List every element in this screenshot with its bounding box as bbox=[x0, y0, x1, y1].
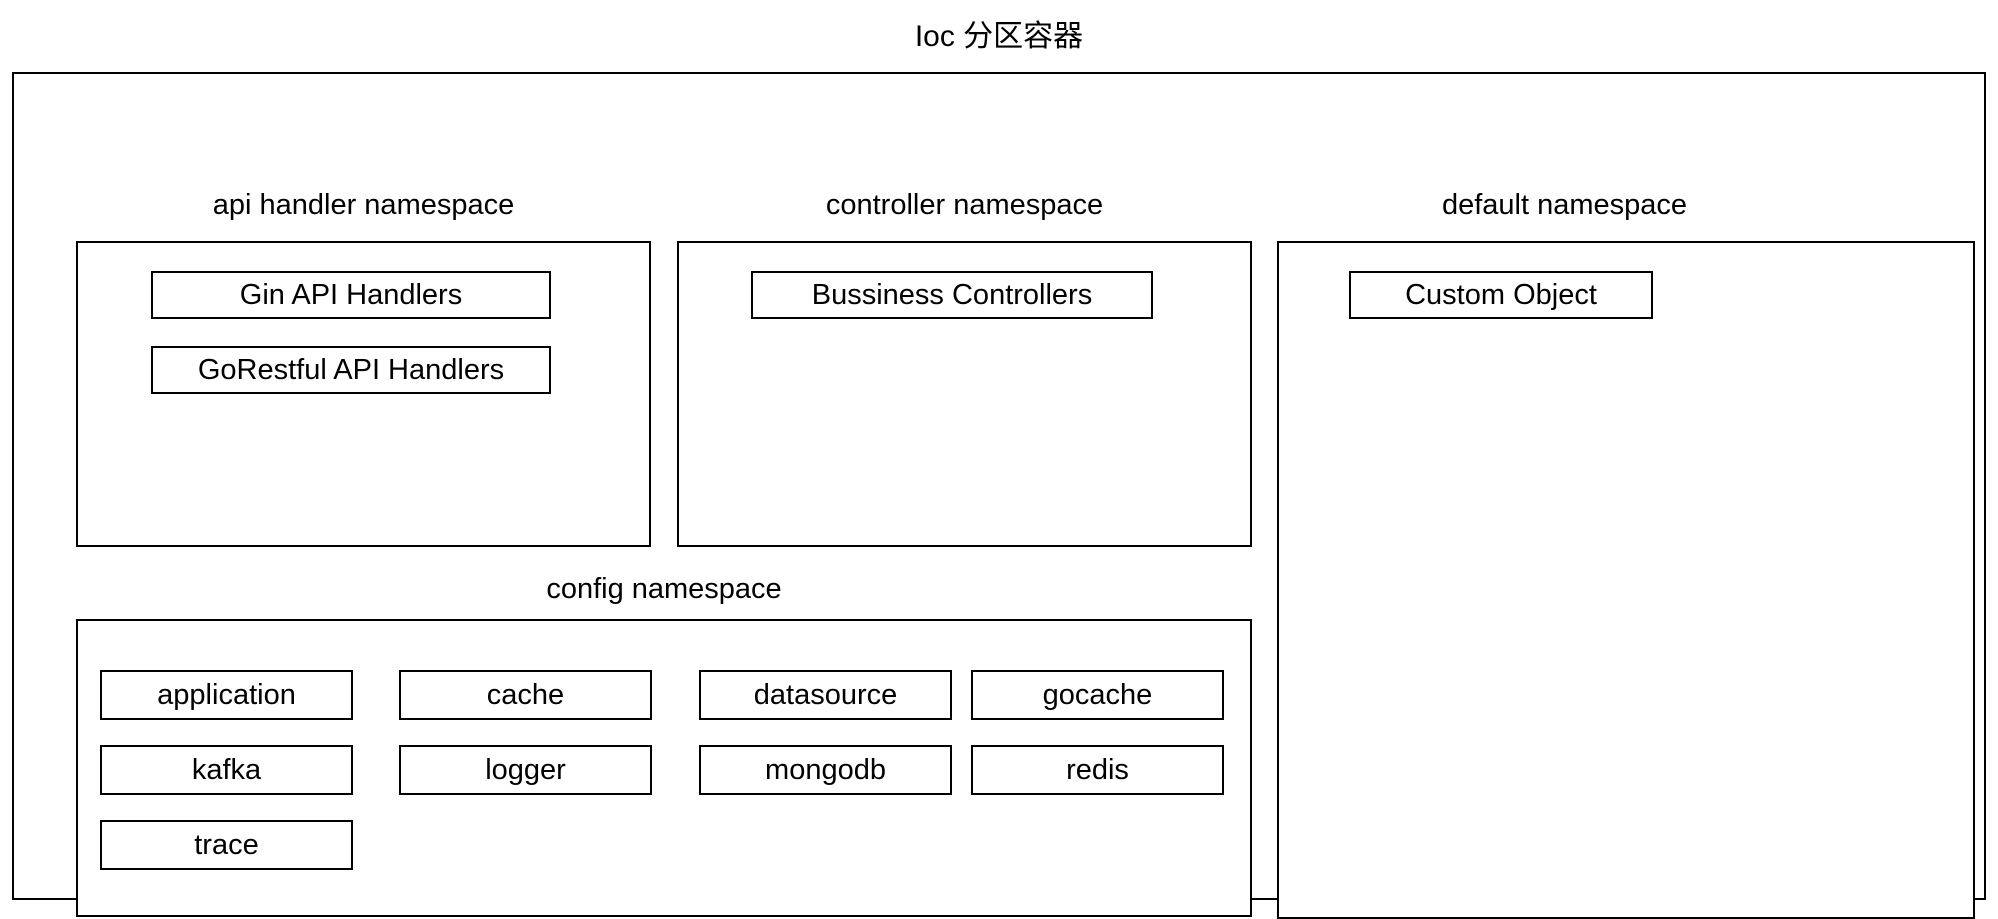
ioc-container-box: api handler namespace controller namespa… bbox=[12, 72, 1986, 919]
api-handler-namespace-box: Gin API Handlers GoRestful API Handlers bbox=[76, 241, 651, 547]
config-item-application: application bbox=[100, 670, 353, 720]
api-handler-namespace-label: api handler namespace bbox=[212, 189, 515, 221]
controller-namespace-box: Bussiness Controllers bbox=[677, 241, 1252, 547]
config-item-kafka: kafka bbox=[100, 745, 353, 795]
config-item-trace: trace bbox=[100, 820, 353, 870]
default-namespace-box: Custom Object bbox=[1277, 241, 1975, 919]
config-item-gocache: gocache bbox=[971, 670, 1224, 720]
item-gin-api-handlers: Gin API Handlers bbox=[151, 271, 551, 319]
item-bussiness-controllers: Bussiness Controllers bbox=[751, 271, 1153, 319]
config-item-cache: cache bbox=[399, 670, 652, 720]
config-item-redis: redis bbox=[971, 745, 1224, 795]
default-namespace-label: default namespace bbox=[1441, 189, 1688, 221]
config-namespace-label: config namespace bbox=[546, 573, 782, 605]
config-namespace-box: application cache datasource gocache kaf… bbox=[76, 619, 1252, 917]
controller-namespace-label: controller namespace bbox=[825, 189, 1104, 221]
config-item-mongodb: mongodb bbox=[699, 745, 952, 795]
item-custom-object: Custom Object bbox=[1349, 271, 1653, 319]
diagram-title: Ioc 分区容器 bbox=[914, 20, 1084, 53]
config-item-datasource: datasource bbox=[699, 670, 952, 720]
config-item-logger: logger bbox=[399, 745, 652, 795]
item-gorestful-api-handlers: GoRestful API Handlers bbox=[151, 346, 551, 394]
